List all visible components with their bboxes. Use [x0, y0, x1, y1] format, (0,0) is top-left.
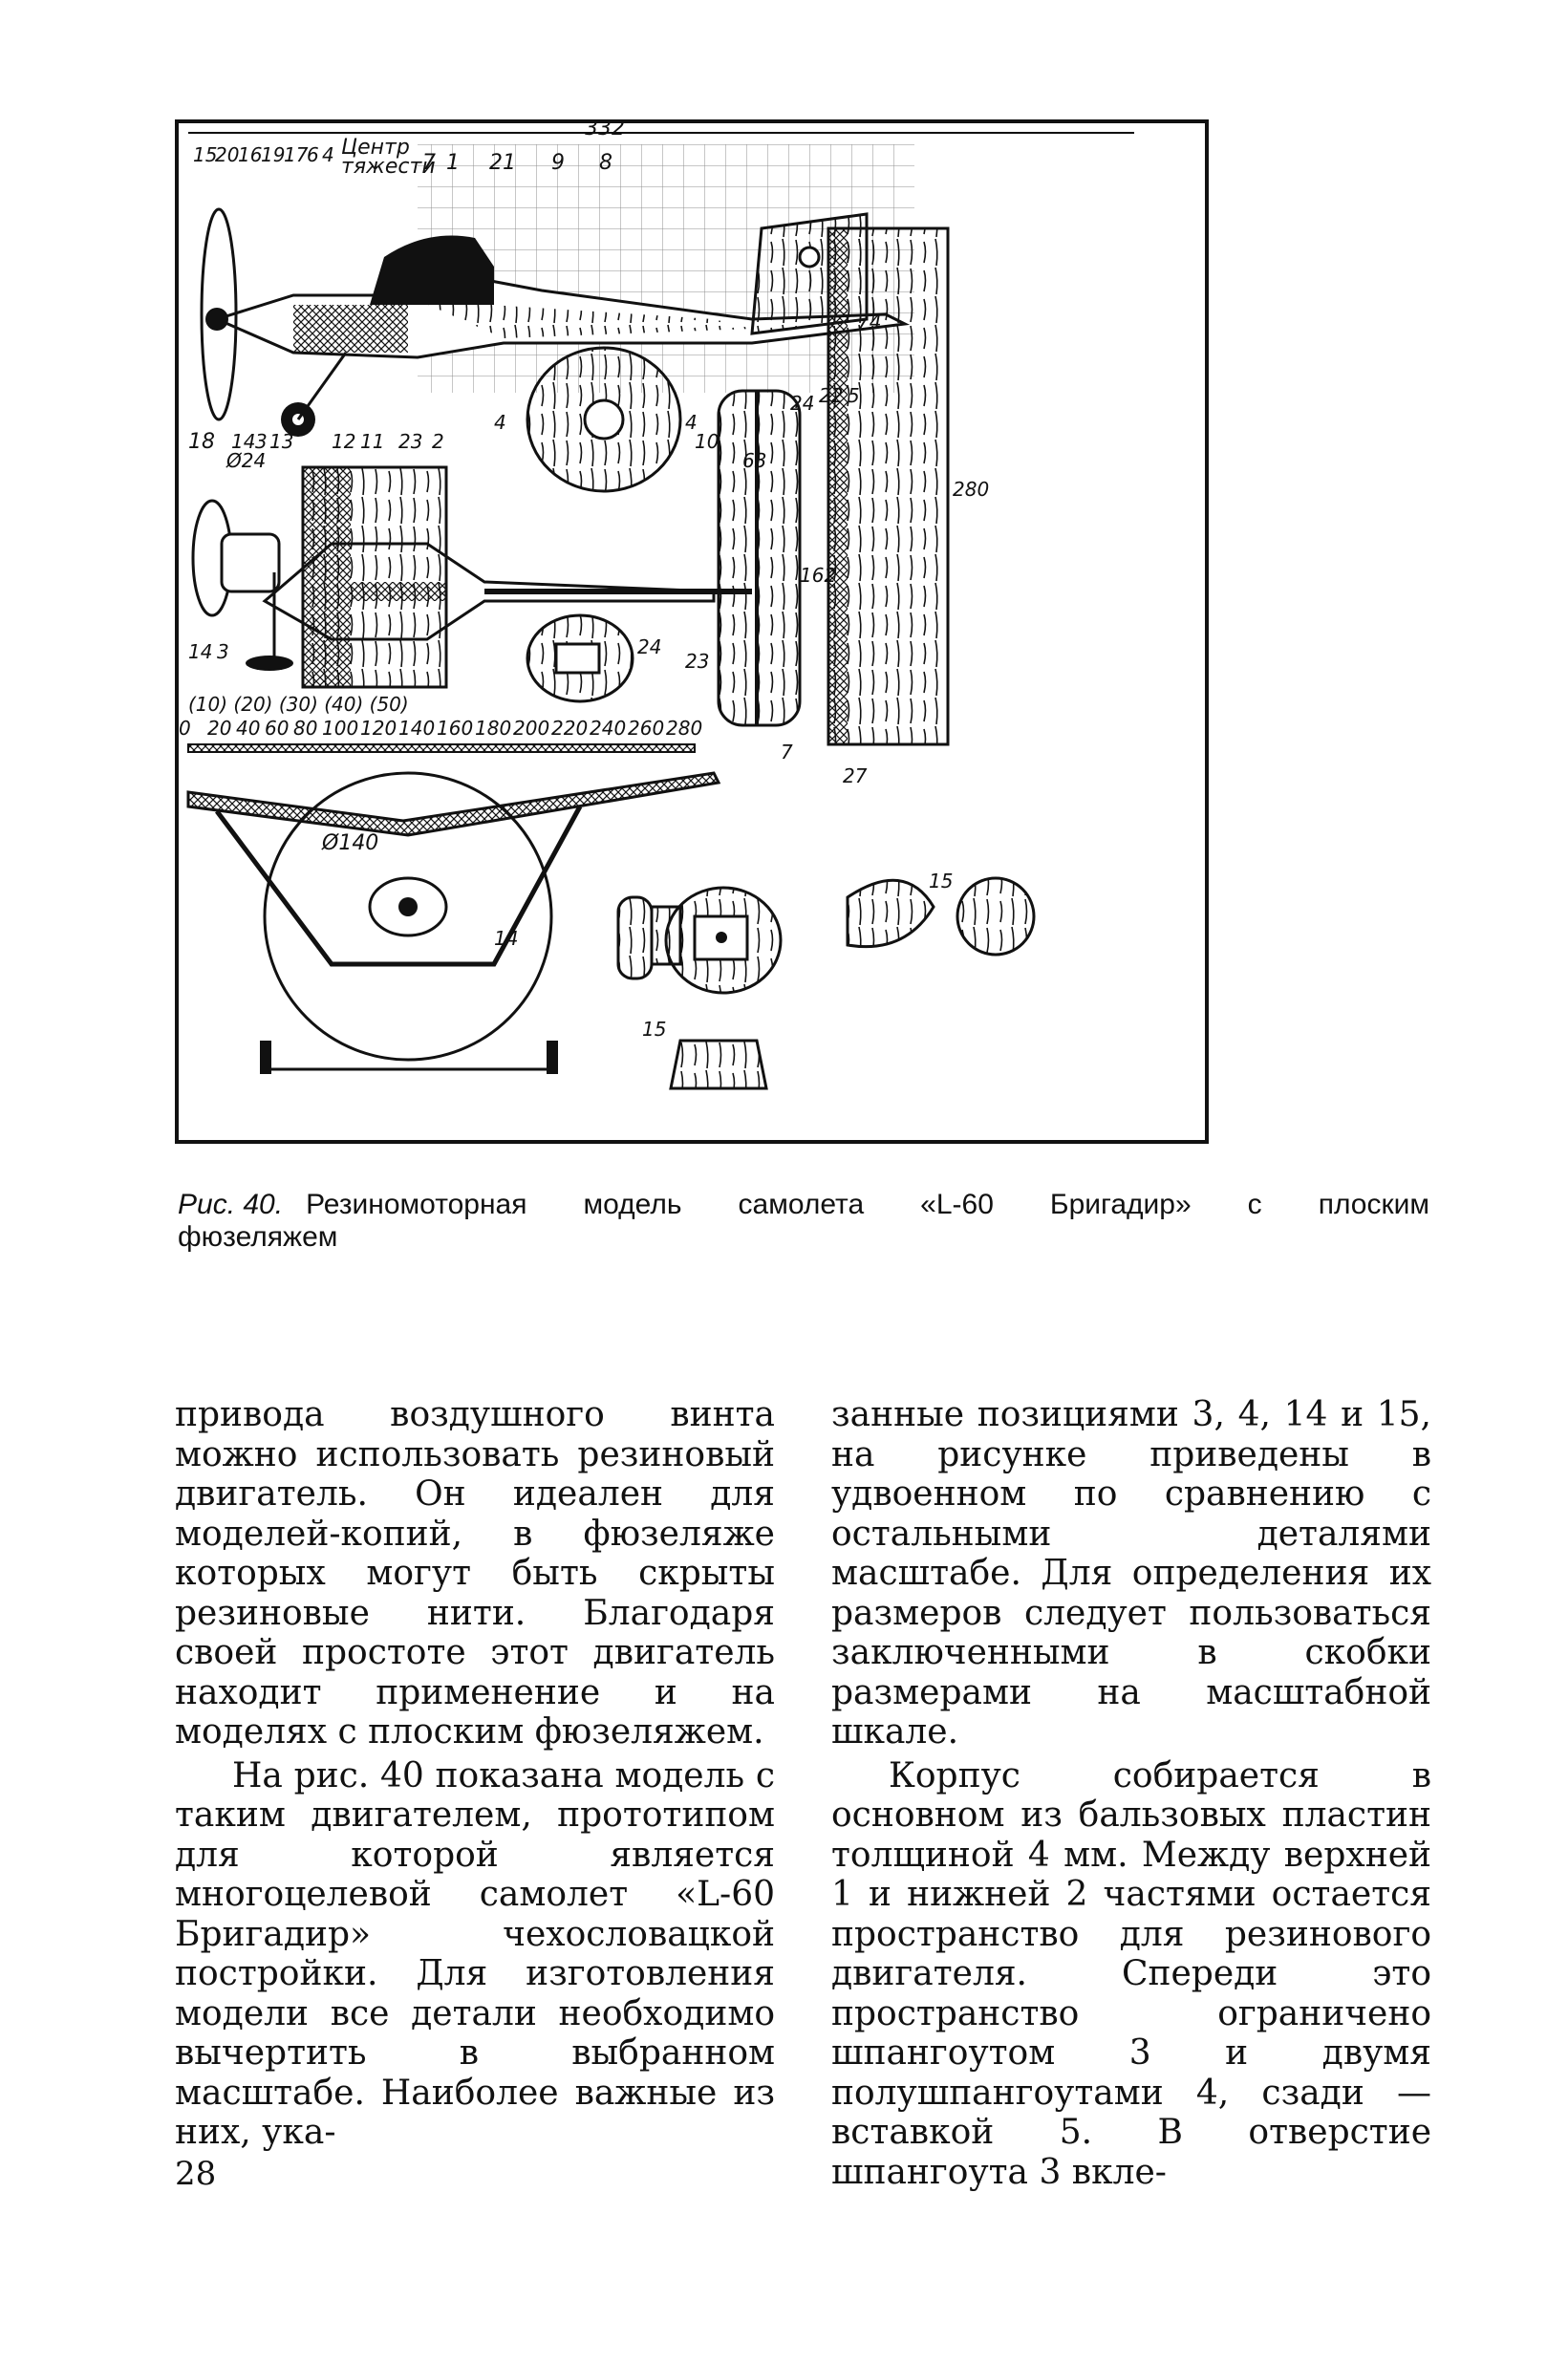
- svg-text:260: 260: [628, 717, 664, 740]
- part-18: 18: [188, 430, 215, 454]
- scale-ticks: 0 20 40 60 80 100 120 140 160 180 200 22…: [179, 717, 702, 740]
- svg-text:20: 20: [207, 717, 231, 740]
- caption-line-1: Резиномоторная модель самолета «L-60 Бри…: [306, 1189, 1429, 1220]
- dim-27: 27: [843, 764, 868, 787]
- page-number: 28: [175, 2155, 217, 2193]
- part-4-left: 4: [494, 411, 506, 434]
- dim-280: 280: [953, 478, 989, 501]
- part-23b: 14: [494, 927, 518, 950]
- dim-label-332: 332: [585, 123, 625, 140]
- scale-top: (10) (20) (30) (40) (50): [188, 693, 409, 716]
- fuselage-wood: [418, 300, 752, 338]
- part-14-bottom: [669, 1039, 768, 1090]
- part-3: 3: [255, 430, 268, 453]
- nose-block-hatched: [293, 305, 408, 353]
- svg-text:80: 80: [293, 717, 317, 740]
- part-8: 8: [599, 151, 612, 175]
- part-1: 1: [446, 151, 460, 175]
- svg-text:160: 160: [437, 717, 473, 740]
- prop-dia: Ø140: [321, 831, 378, 855]
- part-14-side: [616, 895, 654, 980]
- part-16: 16: [238, 143, 262, 166]
- part-19: 19: [261, 143, 285, 166]
- part-21: 21: [489, 151, 516, 175]
- propeller-side: [200, 207, 238, 421]
- part-12: 12: [332, 430, 355, 453]
- svg-text:120: 120: [360, 717, 397, 740]
- text-column-left: привода воздушного винта можно использов…: [175, 1395, 775, 2153]
- model-drawing-figure: 332 15 20 16 19 17 6 4 Центр тяжести 7 1…: [175, 119, 1209, 1144]
- part-11: 11: [360, 430, 384, 453]
- cabin-dark: [370, 235, 494, 305]
- left-paragraph-2: На рис. 40 показана модель с таким двига…: [175, 1755, 775, 2153]
- part-15c: 15: [929, 870, 953, 892]
- part-15: 15: [193, 143, 217, 166]
- part-23: 23: [398, 430, 422, 453]
- part-3b: 24: [637, 635, 661, 658]
- part-17: 17: [284, 143, 309, 166]
- svg-text:240: 240: [590, 717, 626, 740]
- front-view: [186, 771, 721, 1074]
- part-2: 2: [432, 430, 444, 453]
- figure-caption: Рис. 40. Резиномоторная модель самолета …: [178, 1189, 1429, 1254]
- svg-text:0: 0: [179, 717, 191, 740]
- cg-label-1: Центр: [341, 136, 410, 160]
- caption-number: Рис. 40.: [178, 1189, 284, 1220]
- svg-text:200: 200: [513, 717, 549, 740]
- svg-text:100: 100: [322, 717, 358, 740]
- part-15-front: [956, 876, 1036, 957]
- part-7: 7: [422, 151, 436, 175]
- svg-text:280: 280: [666, 717, 702, 740]
- technical-drawing: 332 15 20 16 19 17 6 4 Центр тяжести 7 1…: [179, 123, 1134, 1090]
- part-4-right: 4: [685, 411, 698, 434]
- part-7b: 7: [781, 741, 793, 763]
- right-paragraph-2: Корпус собирается в основном из бальзовы…: [831, 1755, 1431, 2192]
- svg-text:60: 60: [265, 717, 289, 740]
- right-paragraph-1: занные позициями 3, 4, 14 и 15, на рисун…: [831, 1395, 1431, 1752]
- part-15b: 14: [188, 640, 212, 663]
- part-20: 20: [215, 143, 239, 166]
- text-column-right: занные позициями 3, 4, 14 и 15, на рисун…: [831, 1395, 1431, 2192]
- part-14c: 15: [642, 1018, 666, 1041]
- part-14b: 3: [217, 640, 229, 663]
- svg-text:40: 40: [236, 717, 260, 740]
- part-6: 6: [307, 143, 319, 166]
- svg-text:140: 140: [398, 717, 435, 740]
- cg-label-2: тяжести: [341, 155, 436, 179]
- svg-text:180: 180: [475, 717, 511, 740]
- top-view: [191, 465, 752, 689]
- part-9: 9: [551, 151, 565, 175]
- left-paragraph-1: привода воздушного винта можно использов…: [175, 1395, 775, 1752]
- part-15-side: [846, 878, 935, 949]
- dim-63: 63: [742, 449, 766, 472]
- stabilizer: [717, 389, 802, 727]
- part-14: 14: [231, 430, 255, 453]
- wing-panel: [827, 226, 950, 746]
- wheel-dia: Ø24: [226, 449, 266, 472]
- part-13: 13: [269, 430, 293, 453]
- part-4: 4: [322, 143, 334, 166]
- part-10: 10: [695, 430, 719, 453]
- part-24b: 23: [685, 650, 709, 673]
- caption-line-2: фюзеляжем: [178, 1221, 338, 1253]
- dim-74: 74: [857, 311, 881, 333]
- svg-text:220: 220: [551, 717, 588, 740]
